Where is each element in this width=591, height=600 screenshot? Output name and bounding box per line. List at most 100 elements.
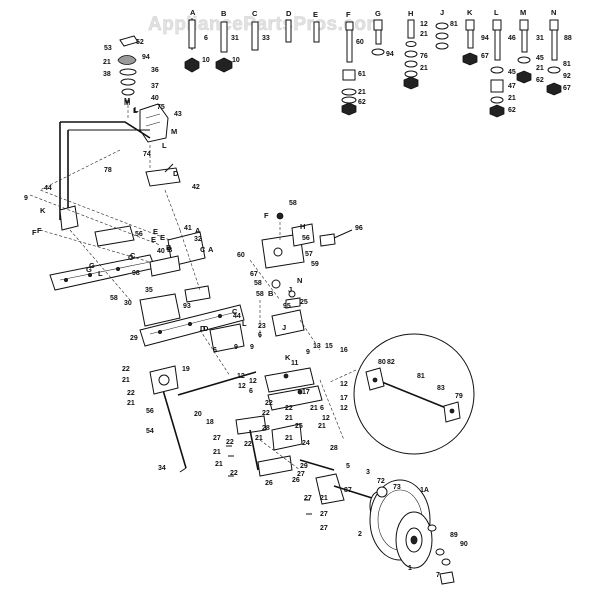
part-number: 47 bbox=[508, 83, 516, 90]
part-number: 22 bbox=[244, 441, 252, 448]
letter-callouts: A B C D E F G H J K L M N L M K H D E A … bbox=[37, 8, 556, 362]
letter-callout: N bbox=[297, 276, 302, 285]
part-number: 21 bbox=[285, 415, 293, 422]
part-number: 26 bbox=[265, 480, 273, 487]
part-number: 1A bbox=[420, 487, 429, 494]
part-number: 60 bbox=[356, 39, 364, 46]
part-number: 27 bbox=[320, 511, 328, 518]
part-number: 45 bbox=[536, 55, 544, 62]
part-number: 9 bbox=[234, 344, 238, 351]
part-number: 15 bbox=[325, 343, 333, 350]
part-number: 10 bbox=[232, 57, 240, 64]
part-number: 62 bbox=[536, 77, 544, 84]
part-number: 25 bbox=[295, 423, 303, 430]
part-number: 21 bbox=[310, 405, 318, 412]
part-number: 9 bbox=[306, 349, 310, 356]
letter-callout: G bbox=[89, 261, 95, 270]
part-number: 35 bbox=[145, 287, 153, 294]
part-number: 21 bbox=[420, 31, 428, 38]
part-number: 19 bbox=[182, 366, 190, 373]
letter-callout: J bbox=[288, 285, 292, 294]
part-number: 60 bbox=[237, 252, 245, 259]
letter-callout: K bbox=[467, 8, 473, 17]
letter-callout: C bbox=[200, 245, 206, 254]
part-number: 53 bbox=[104, 45, 112, 52]
part-number: 88 bbox=[564, 35, 572, 42]
part-number: 21 bbox=[213, 449, 221, 456]
part-number: 22 bbox=[230, 470, 238, 477]
letter-callout: B bbox=[167, 245, 173, 254]
part-number: 1 bbox=[408, 565, 412, 572]
part-number: 90 bbox=[460, 541, 468, 548]
part-number: 13 bbox=[313, 343, 321, 350]
part-number: 36 bbox=[151, 67, 159, 74]
part-number: 92 bbox=[563, 73, 571, 80]
part-number: 22 bbox=[265, 400, 273, 407]
part-number: 41 bbox=[184, 225, 192, 232]
part-number: C bbox=[232, 307, 238, 316]
part-number: 11 bbox=[291, 360, 299, 367]
part-number: L bbox=[134, 105, 139, 114]
letter-callout: D bbox=[200, 324, 206, 333]
part-number: 31 bbox=[231, 35, 239, 42]
part-number: 27 bbox=[304, 495, 312, 502]
letter-callout: L bbox=[494, 8, 499, 17]
part-number: 3 bbox=[366, 469, 370, 476]
part-number: 21 bbox=[508, 95, 516, 102]
part-number: 67 bbox=[250, 271, 258, 278]
part-number: 27 bbox=[320, 525, 328, 532]
part-number: 7 bbox=[436, 572, 440, 579]
letter-callout: K bbox=[285, 353, 291, 362]
part-number: 6 bbox=[213, 347, 217, 354]
letter-callout: D bbox=[173, 169, 179, 178]
part-number: 22 bbox=[122, 366, 130, 373]
letter-callout: F bbox=[346, 10, 351, 19]
part-number: 16 bbox=[340, 347, 348, 354]
part-number: 12 bbox=[420, 21, 428, 28]
part-number: 33 bbox=[262, 35, 270, 42]
part-number: 12 bbox=[238, 383, 246, 390]
part-number: 21 bbox=[285, 435, 293, 442]
hardware-row bbox=[184, 18, 562, 118]
part-number: 73 bbox=[393, 484, 401, 491]
part-number: 9 bbox=[24, 195, 28, 202]
part-number: 94 bbox=[142, 54, 150, 61]
part-number: 76 bbox=[420, 53, 428, 60]
part-number: 83 bbox=[437, 385, 445, 392]
part-number: 23 bbox=[258, 323, 266, 330]
letter-callout: M bbox=[124, 98, 130, 107]
part-number: 81 bbox=[417, 373, 425, 380]
part-number: 37 bbox=[151, 83, 159, 90]
wheel-assembly bbox=[315, 473, 455, 585]
letter-callout: A bbox=[195, 226, 201, 235]
letter-callout: E bbox=[151, 235, 156, 244]
part-number: 62 bbox=[358, 99, 366, 106]
letter-callout: H bbox=[408, 9, 413, 18]
part-number: 75 bbox=[157, 104, 165, 111]
part-number: 62 bbox=[508, 107, 516, 114]
letter-callout: N bbox=[551, 8, 556, 17]
part-number: 94 bbox=[386, 51, 394, 58]
part-number: 21 bbox=[320, 495, 328, 502]
part-number: 82 bbox=[387, 359, 395, 366]
part-number: 28 bbox=[262, 425, 270, 432]
letter-callout: D bbox=[286, 9, 292, 18]
part-number: 67 bbox=[563, 85, 571, 92]
part-number: 61 bbox=[358, 71, 366, 78]
part-number: 34 bbox=[158, 465, 166, 472]
part-number: 2 bbox=[358, 531, 362, 538]
part-number: 56 bbox=[135, 231, 143, 238]
part-number: 95 bbox=[283, 303, 291, 310]
part-number: 21 bbox=[255, 435, 263, 442]
part-number: 52 bbox=[136, 39, 144, 46]
letter-callout: L bbox=[133, 106, 138, 115]
part-number: 93 bbox=[183, 303, 191, 310]
letter-callout: C bbox=[130, 251, 136, 260]
letter-callout: B bbox=[268, 289, 274, 298]
letter-callout: E bbox=[313, 10, 318, 19]
letter-callout: H bbox=[300, 222, 305, 231]
part-number: 12 bbox=[340, 405, 348, 412]
letter-callout: E bbox=[160, 233, 165, 242]
part-number: 22 bbox=[226, 439, 234, 446]
